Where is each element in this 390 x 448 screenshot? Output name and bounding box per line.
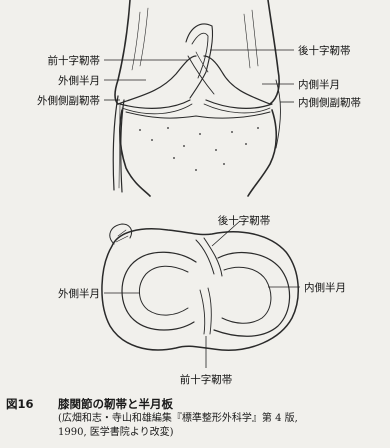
figure-number: 図16 — [6, 396, 58, 412]
caption-source-line-2: 1990, 医学書院より改変) — [6, 426, 386, 440]
label-medial-meniscus-front: 内側半月 — [298, 78, 340, 91]
caption-source-line-1: (広畑和志・寺山和雄編集『標準整形外科学』第 4 版, — [6, 412, 386, 426]
label-lateral-meniscus-front: 外側半月 — [58, 74, 100, 87]
label-pcl-top: 後十字靭帯 — [218, 214, 271, 227]
label-pcl-front: 後十字靭帯 — [298, 44, 351, 57]
label-lateral-meniscus-top: 外側半月 — [58, 287, 100, 300]
label-mcl: 内側側副靭帯 — [298, 96, 361, 109]
label-lcl: 外側側副靭帯 — [37, 94, 100, 107]
label-acl-front: 前十字靭帯 — [48, 54, 101, 67]
label-acl-top: 前十字靭帯 — [180, 373, 233, 386]
label-medial-meniscus-top: 内側半月 — [304, 281, 346, 294]
figure-title: 膝関節の靭帯と半月板 — [58, 397, 173, 411]
knee-front-view — [113, 0, 280, 196]
